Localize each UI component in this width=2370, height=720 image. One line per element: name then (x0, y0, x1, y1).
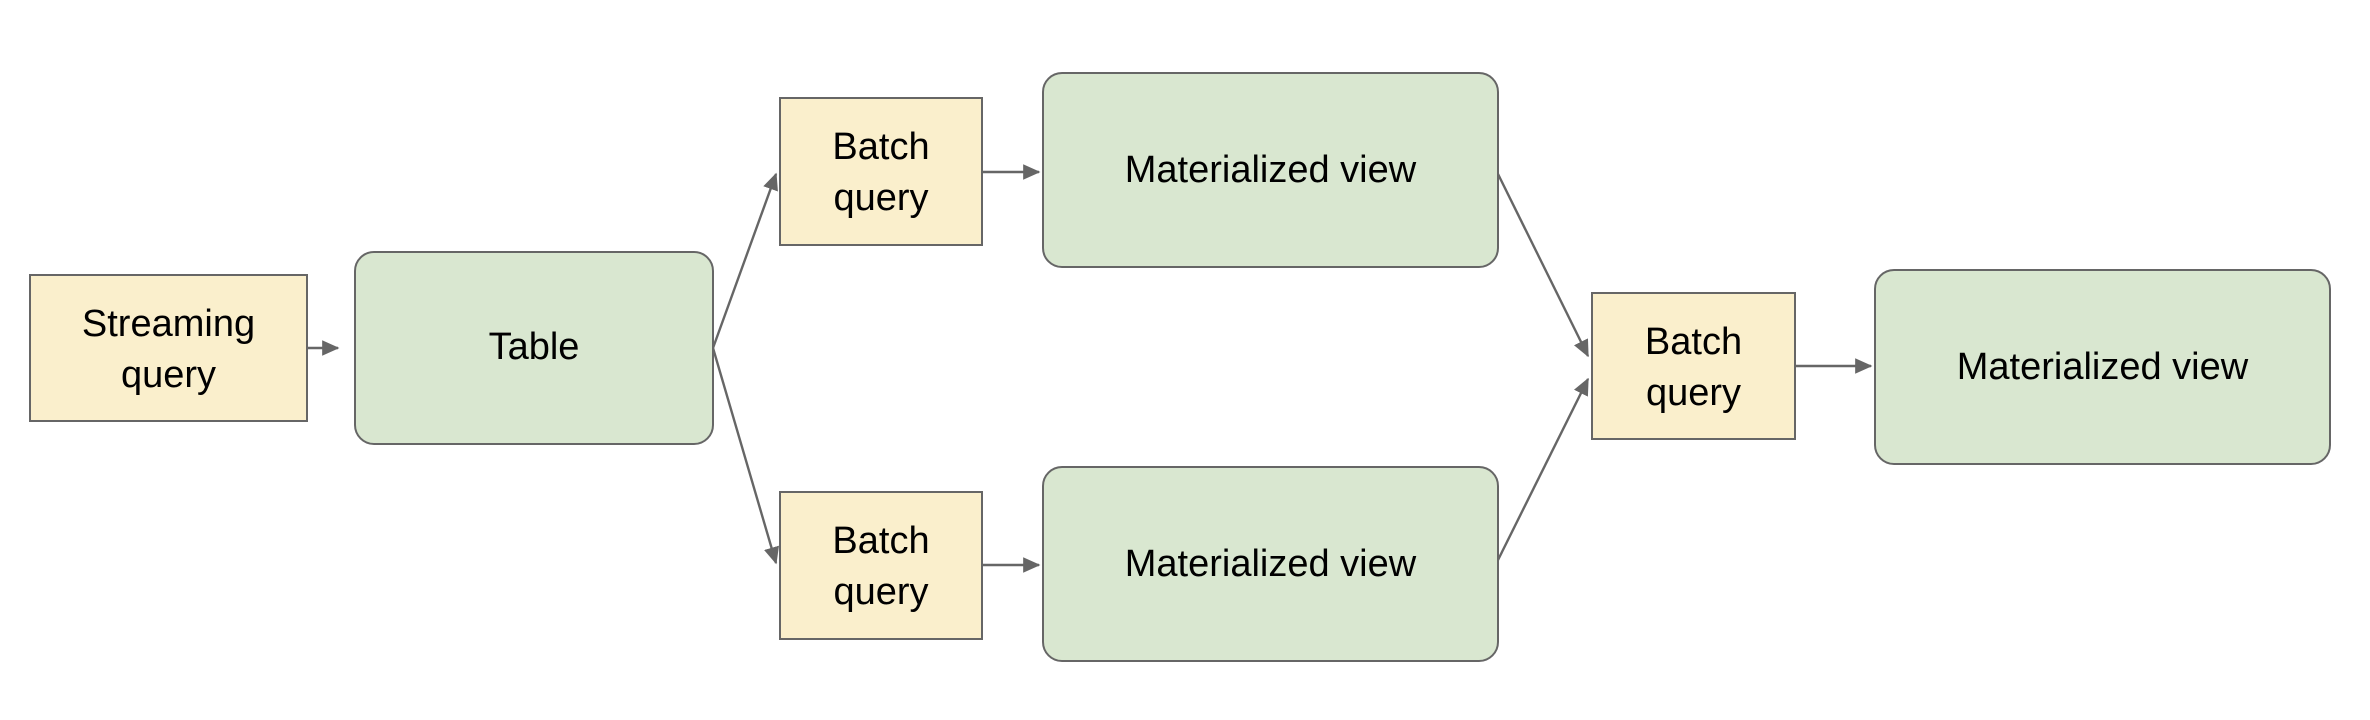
streaming-query-box[interactable] (29, 274, 308, 422)
edge-table-to-batch-query-bottom (711, 347, 780, 565)
node-materialized-view-final[interactable]: Materialized view (1874, 269, 2331, 465)
batch-query-join-box[interactable] (1591, 292, 1796, 440)
node-materialized-view-top[interactable]: Materialized view (1042, 72, 1499, 268)
nodes-layer: Streaming query Table Batch query Materi… (29, 72, 2331, 662)
batch-query-bottom-label-line1: Batch (832, 520, 929, 562)
node-batch-query-bottom[interactable]: Batch query (779, 491, 983, 640)
batch-query-join-label-line2: query (1646, 372, 1741, 414)
node-batch-query-top[interactable]: Batch query (779, 97, 983, 246)
edge-table-to-batch-query-top (711, 172, 778, 349)
edge-materialized-view-top-to-batch-query-join (1495, 171, 1590, 358)
batch-query-top-label-line1: Batch (832, 126, 929, 168)
materialized-view-bottom-label: Materialized view (1125, 543, 1417, 585)
materialized-view-top-label: Materialized view (1125, 149, 1417, 191)
edges-layer (307, 164, 1873, 573)
node-batch-query-join[interactable]: Batch query (1591, 292, 1796, 440)
materialized-view-bottom-box[interactable] (1042, 466, 1499, 662)
table-box[interactable] (354, 251, 714, 445)
node-table[interactable]: Table (354, 251, 714, 445)
table-label: Table (489, 326, 580, 368)
materialized-view-final-box[interactable] (1874, 269, 2331, 465)
streaming-query-label-line2: query (121, 354, 216, 396)
batch-query-bottom-label-line2: query (833, 571, 928, 613)
node-streaming-query[interactable]: Streaming query (29, 274, 308, 422)
materialized-view-final-label: Materialized view (1957, 346, 2249, 388)
edge-materialized-view-bottom-to-batch-query-join (1495, 377, 1590, 563)
batch-query-bottom-box[interactable] (779, 491, 983, 640)
batch-query-top-box[interactable] (779, 97, 983, 246)
batch-query-join-label-line1: Batch (1645, 321, 1742, 363)
node-materialized-view-bottom[interactable]: Materialized view (1042, 466, 1499, 662)
streaming-query-label-line1: Streaming (82, 303, 255, 345)
batch-query-top-label-line2: query (833, 177, 928, 219)
materialized-view-top-box[interactable] (1042, 72, 1499, 268)
